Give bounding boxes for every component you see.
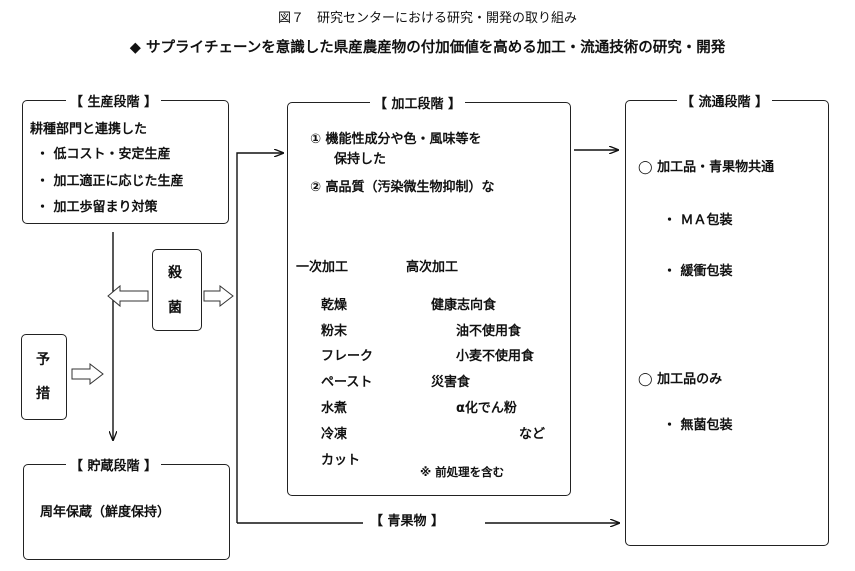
storage-stage-label: 【 貯蔵段階 】 <box>66 455 162 474</box>
oil-free-food: 油不使用食 <box>456 324 522 339</box>
hollow-arrow-right-prevent <box>71 362 104 386</box>
primary-item-4: ペースト <box>321 375 373 390</box>
production-stage-label: 【 生産段階 】 <box>66 91 162 110</box>
primary-processing-title: 一次加工 <box>296 260 349 275</box>
sterilize-box <box>152 249 202 331</box>
hollow-arrow-right-sterilize <box>203 284 234 308</box>
distribution-cushion-packaging: ・ 緩衝包装 <box>663 264 733 279</box>
processing-goal-2: ② 高品質（汚染微生物抑制）な <box>310 180 495 195</box>
distribution-processed-only: ◯ 加工品のみ <box>638 372 723 387</box>
figure-caption: 図７ 研究センターにおける研究・開発の取り組み <box>277 11 577 26</box>
sterilize-char-1: 殺 <box>168 265 182 281</box>
distribution-ma-packaging: ・ ＭＡ包装 <box>663 213 733 228</box>
primary-item-2: 粉末 <box>321 324 348 339</box>
production-line-4: ・ 加工歩留まり対策 <box>36 200 158 215</box>
sterilize-char-2: 菌 <box>168 300 182 316</box>
etc-text: など <box>519 427 546 442</box>
distribution-stage-box <box>625 100 829 546</box>
production-line-2: ・ 低コスト・安定生産 <box>36 147 171 162</box>
alpha-starch: α化でん粉 <box>456 401 517 416</box>
disaster-food: 災害食 <box>431 375 471 390</box>
fresh-produce-label: 【 青果物 】 <box>370 514 445 529</box>
wheat-free-food: 小麦不使用食 <box>456 349 535 364</box>
production-stage-box <box>22 100 229 224</box>
storage-to-processing-connector <box>236 153 283 523</box>
pretreatment-note: ※ 前処理を含む <box>420 465 505 479</box>
primary-item-5: 水煮 <box>321 401 348 416</box>
primary-item-7: カット <box>321 453 361 468</box>
primary-item-3: フレーク <box>321 349 374 364</box>
advanced-processing-title: 高次加工 <box>406 260 459 275</box>
processing-goal-1b: 保持した <box>334 152 387 167</box>
pre-treatment-char-2: 措 <box>36 386 50 402</box>
processing-stage-label: 【 加工段階 】 <box>370 93 466 112</box>
distribution-stage-label: 【 流通段階 】 <box>677 91 773 110</box>
primary-item-6: 冷凍 <box>321 427 348 442</box>
storage-text: 周年保蔵（鮮度保持） <box>40 505 171 520</box>
primary-item-1: 乾燥 <box>321 298 348 313</box>
storage-stage-box <box>23 464 230 560</box>
production-line-1: 耕種部門と連携した <box>30 122 148 137</box>
hollow-arrow-left <box>107 284 149 308</box>
pre-treatment-box <box>21 334 67 420</box>
health-food: 健康志向食 <box>431 298 497 313</box>
production-line-3: ・ 加工適正に応じた生産 <box>36 174 184 189</box>
headline: ◆ サプライチェーンを意識した県産農産物の付加価値を高める加工・流通技術の研究・… <box>129 40 726 56</box>
distribution-aseptic-packaging: ・ 無菌包装 <box>663 418 733 433</box>
pre-treatment-char-1: 予 <box>36 352 50 368</box>
processing-goal-1a: ① 機能性成分や色・風味等を <box>310 132 482 147</box>
distribution-common: ◯ 加工品・青果物共通 <box>638 160 775 175</box>
